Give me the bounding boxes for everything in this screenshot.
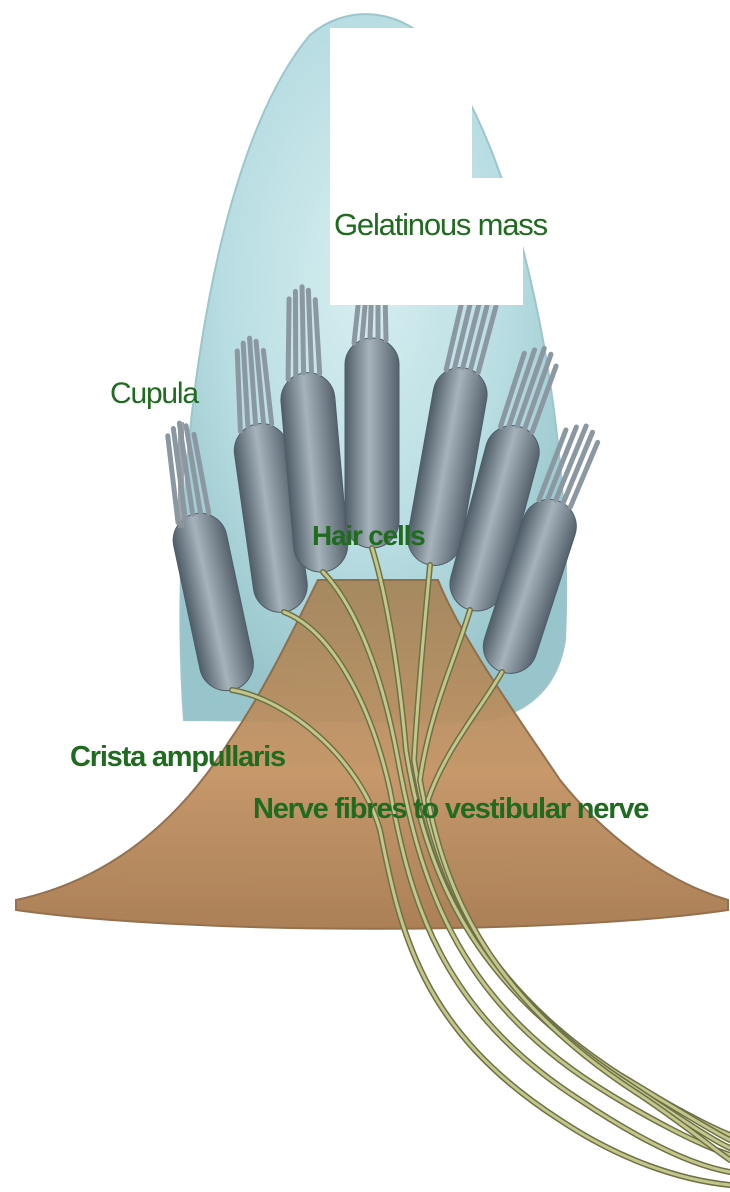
label-cupula: Cupula	[110, 379, 198, 409]
label-crista-ampullaris: Crista ampullaris	[70, 743, 285, 772]
label-gelatinous-mass: Gelatinous mass	[334, 209, 547, 240]
label-nerve-fibres: Nerve fibres to vestibular nerve	[253, 795, 648, 824]
label-mask-top	[330, 28, 472, 188]
cupula-leader-line	[178, 422, 184, 528]
label-hair-cells: Hair cells	[312, 522, 425, 550]
